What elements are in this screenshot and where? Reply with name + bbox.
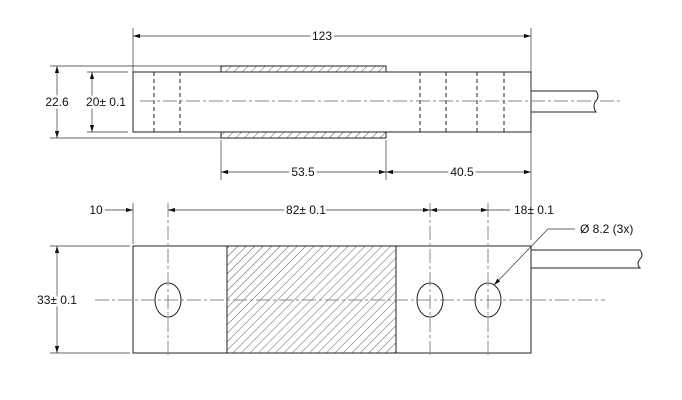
top-view: 123 22.6 20± 0.1 53.5 40.5 — [43, 27, 620, 240]
lower-pad — [220, 131, 387, 139]
edge-offset-label: 10 — [89, 203, 103, 217]
front-view: 10 82± 0.1 18± 0.1 Ø 8.2 (3x) 33± 0.1 — [35, 201, 643, 355]
upper-pad — [220, 65, 387, 73]
load-cell-body-top — [132, 71, 532, 133]
outer-height-label: 22.6 — [45, 95, 69, 109]
hidden-holes — [153, 72, 505, 132]
end-length-label: 40.5 — [450, 165, 474, 179]
hole-spacing-label: 82± 0.1 — [286, 203, 326, 217]
cable — [531, 249, 643, 269]
hole-diameter-label: Ø 8.2 (3x) — [580, 222, 633, 236]
length-label: 123 — [312, 29, 332, 43]
pad-length-label: 53.5 — [291, 165, 315, 179]
hole-pitch-label: 18± 0.1 — [514, 203, 554, 217]
body-height-label: 20± 0.1 — [86, 95, 126, 109]
width-label: 33± 0.1 — [37, 293, 77, 307]
